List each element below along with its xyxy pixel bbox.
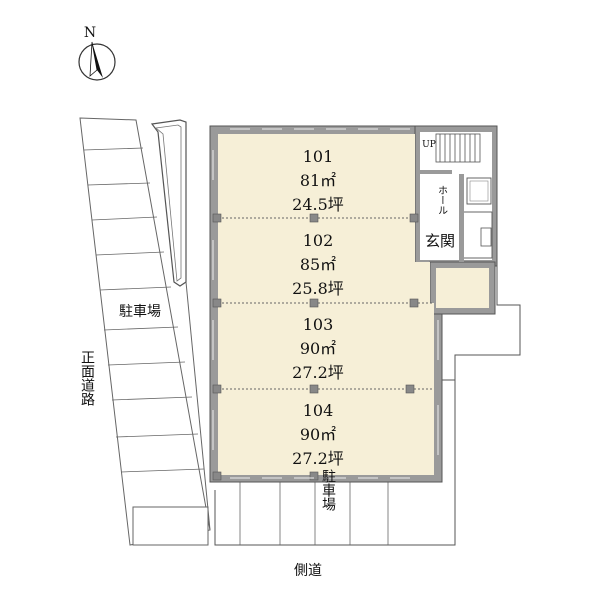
core-area [420,132,493,308]
unit-103-area-tsubo: 27.2坪 [292,363,344,382]
parking-bottom-label: 駐車場 [320,469,336,511]
unit-101-area-m2: 81㎡ [300,171,336,190]
hall-label: ホール [436,185,448,215]
up-label: UP [422,140,436,150]
unit-104-area-tsubo: 27.2坪 [292,449,344,468]
unit-102-number: 102 [303,231,334,250]
site-labels: 駐車場 正面道路 駐車場 側道 [79,303,336,579]
entrance-label: 玄関 [425,232,455,250]
unit-labels: 101 81㎡ 24.5坪 102 85㎡ 25.8坪 103 90㎡ 27.2… [292,147,344,468]
side-road-label: 側道 [294,563,322,579]
unit-103-number: 103 [303,315,334,334]
north-label: N [84,25,96,41]
window-marks [212,128,439,479]
unit-102-area-tsubo: 25.8坪 [292,279,344,298]
unit-104-number: 104 [303,401,334,420]
parking-left-area [79,117,211,546]
unit-102[interactable] [218,218,415,303]
unit-102-area-m2: 85㎡ [300,255,336,274]
core-labels: UP ホール 玄関 [422,140,455,250]
unit-103[interactable] [218,303,434,389]
partitions [218,217,434,390]
parking-left-label: 駐車場 [119,303,161,320]
compass: N [78,25,116,81]
unit-101[interactable] [218,134,415,218]
stairs-icon [435,133,481,163]
north-arrow-icon [92,42,103,78]
parking-bottom-area [239,482,389,545]
unit-101-area-tsubo: 24.5坪 [292,195,344,214]
unit-103-area-m2: 90㎡ [300,339,336,358]
unit-101-number: 101 [303,147,334,166]
units [218,134,434,475]
front-road-label: 正面道路 [79,350,95,406]
columns [212,213,419,481]
unit-104-area-m2: 90㎡ [300,425,336,444]
unit-104[interactable] [218,389,434,475]
